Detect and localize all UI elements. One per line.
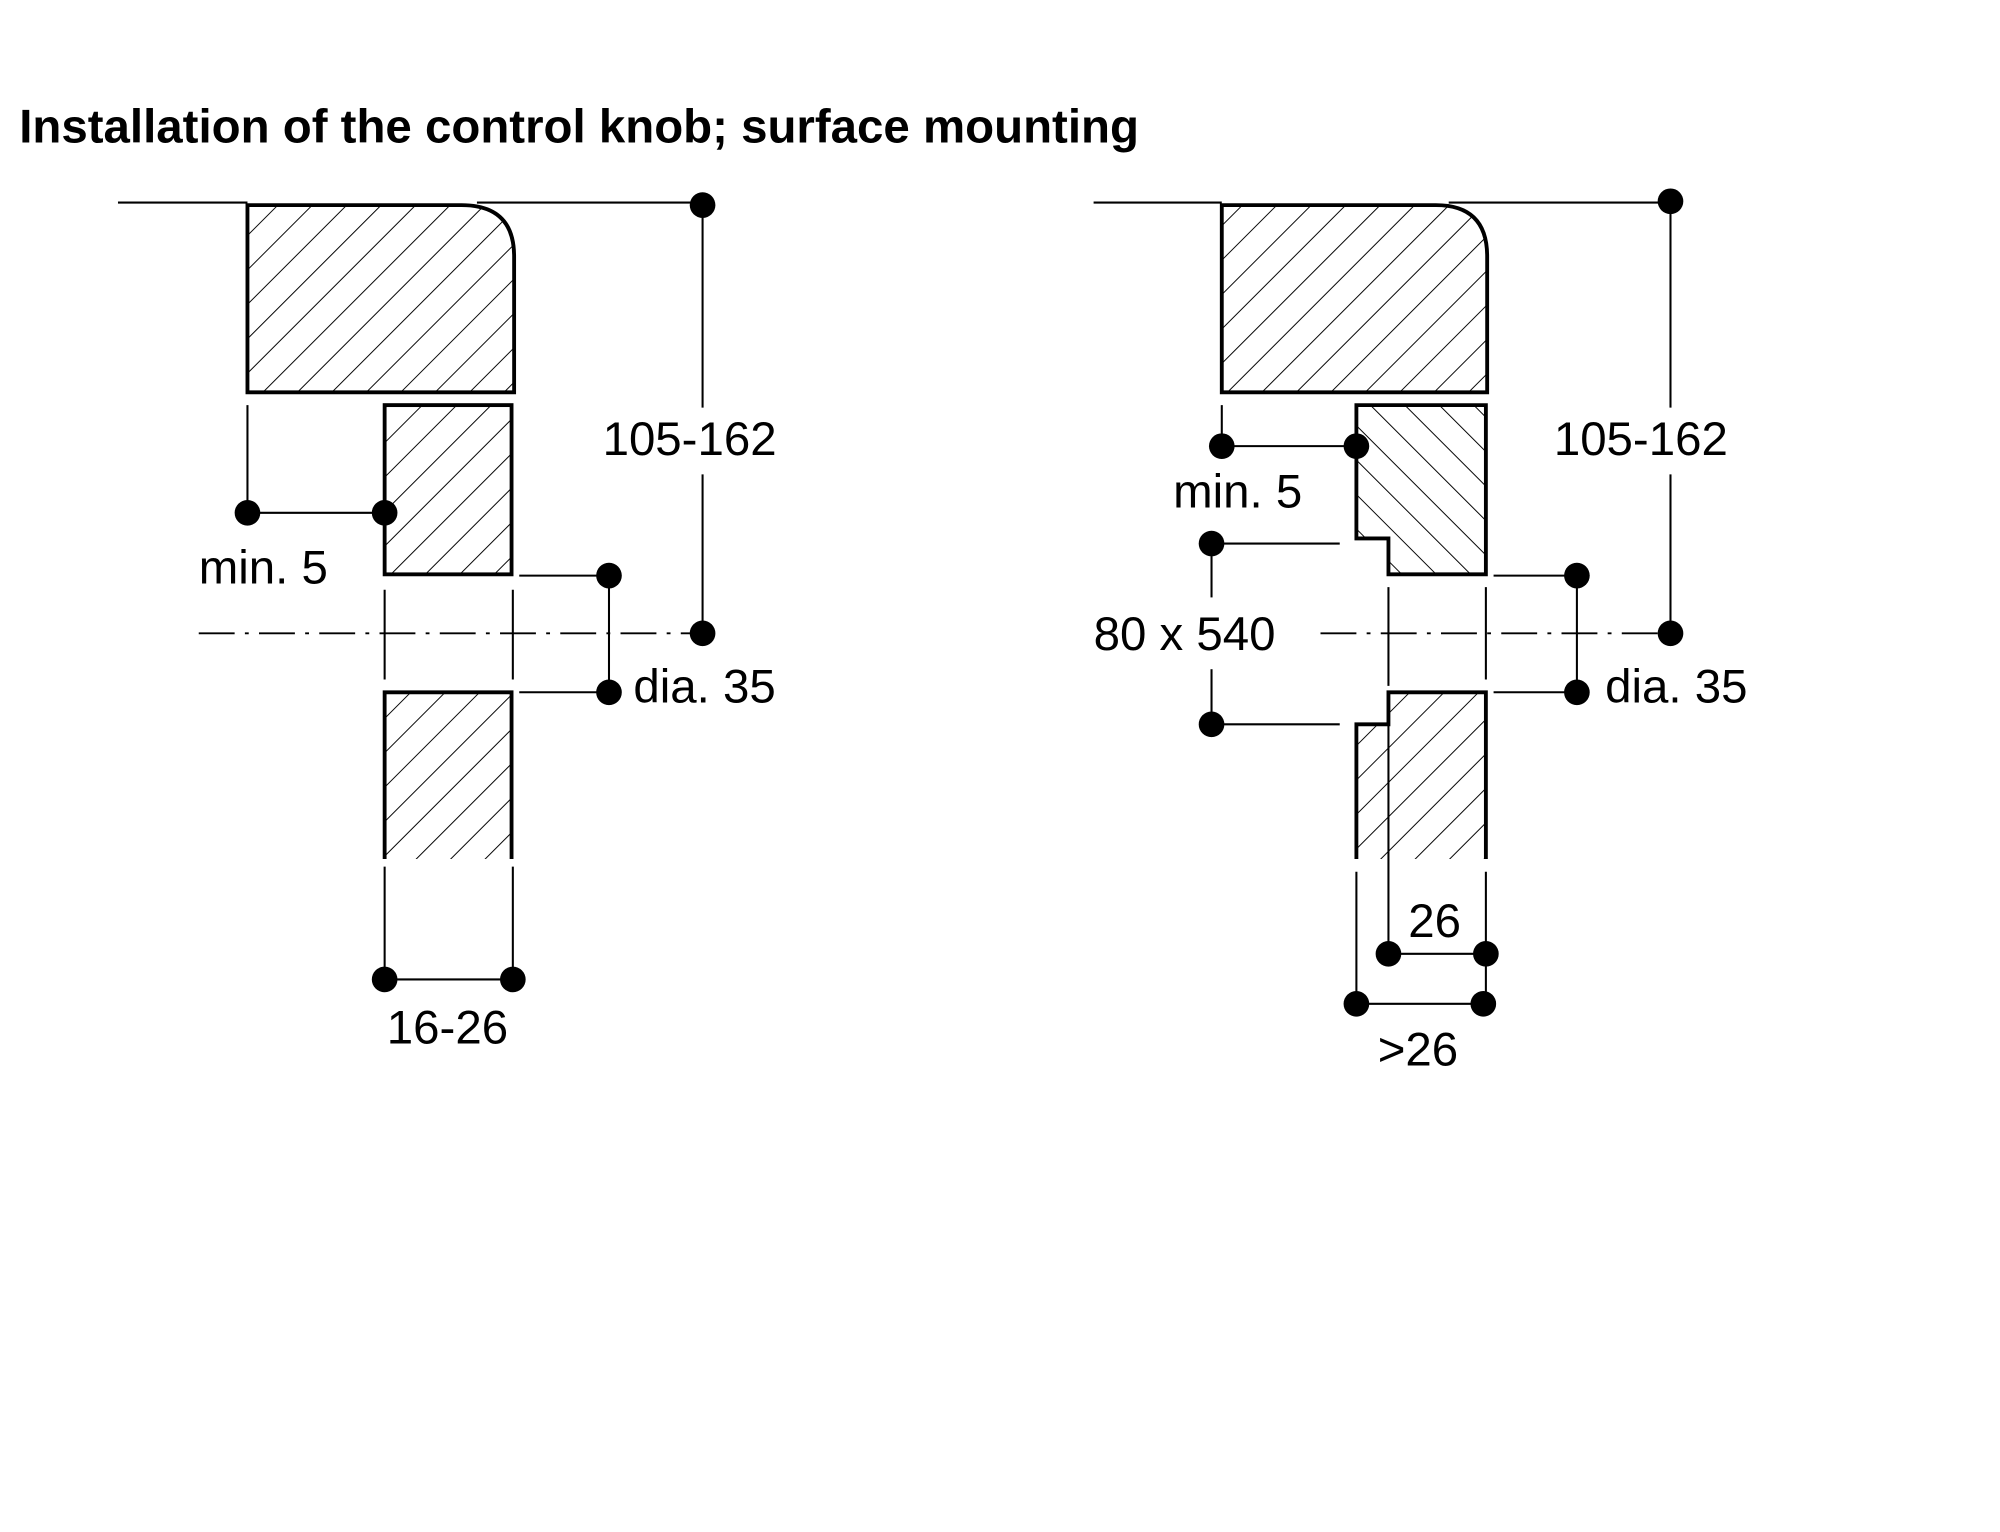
right-diameter-label: dia. 35 xyxy=(1605,661,1747,714)
right-diagram: min. 5 80 x 540 105-162 dia. 35 26 >26 xyxy=(1093,188,1747,1076)
panel-lower-section xyxy=(384,692,512,859)
left-diameter-label: dia. 35 xyxy=(633,661,775,714)
right-inner-thickness-label: 26 xyxy=(1408,895,1461,948)
right-min-label: min. 5 xyxy=(1173,466,1302,519)
panel-upper-section xyxy=(1354,403,1488,577)
worktop-section xyxy=(245,203,517,395)
worktop-section xyxy=(1219,203,1490,395)
left-min-label: min. 5 xyxy=(199,541,328,594)
right-height-label: 105-162 xyxy=(1554,413,1728,466)
panel-lower-section xyxy=(1356,692,1486,859)
left-diagram: min. 5 105-162 dia. 35 16-26 xyxy=(117,192,777,1055)
panel-upper-section xyxy=(382,403,514,577)
right-cutout-label: 80 x 540 xyxy=(1094,608,1276,661)
page-title: Installation of the control knob; surfac… xyxy=(19,100,1139,153)
right-outer-thickness-label: >26 xyxy=(1378,1023,1458,1076)
left-thickness-label: 16-26 xyxy=(387,1002,508,1055)
left-height-label: 105-162 xyxy=(603,413,777,466)
